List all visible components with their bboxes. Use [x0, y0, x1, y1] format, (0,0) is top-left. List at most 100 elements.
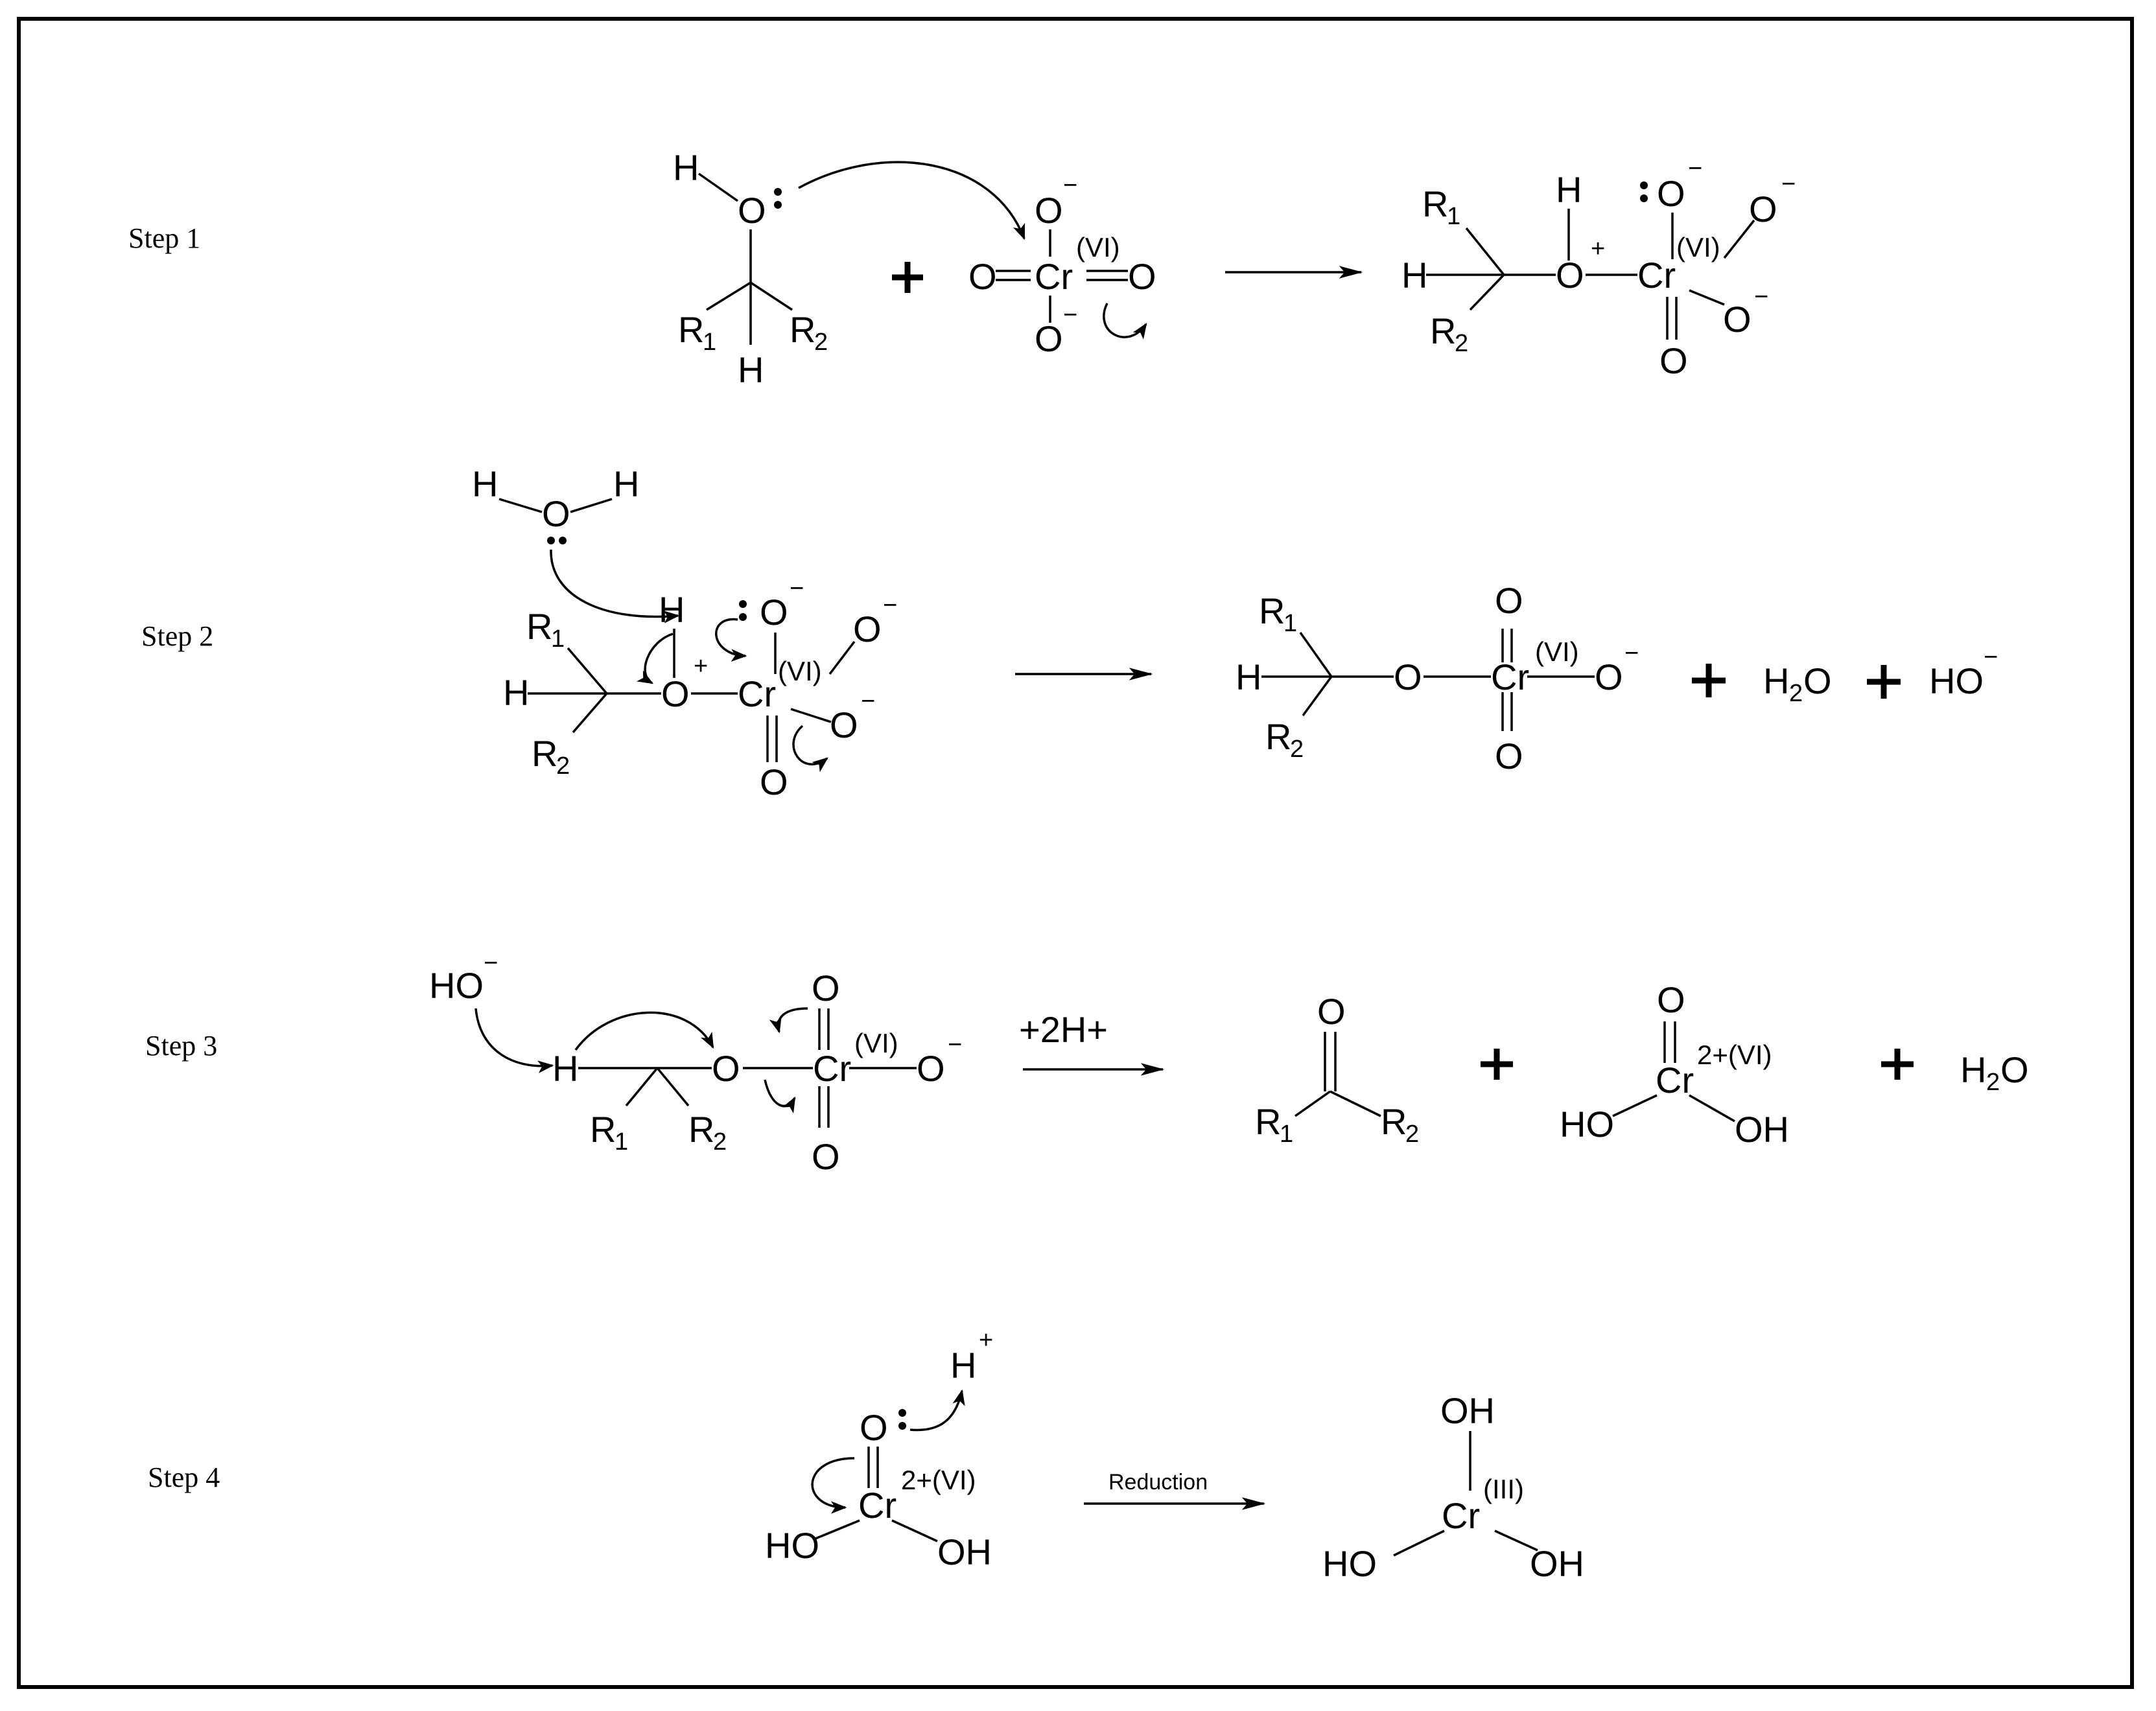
step-3-curly-arrow-top-oxo [769, 1007, 808, 1034]
svg-text:H: H [1556, 169, 1582, 210]
svg-text:O: O [1556, 255, 1584, 296]
step-3-curly-arrow-o-cr [764, 1079, 796, 1114]
svg-text:O: O [1659, 340, 1688, 381]
step-2-water: H O H [472, 463, 639, 544]
svg-text:(VI): (VI) [1676, 232, 1720, 262]
svg-text:(VI): (VI) [1076, 232, 1120, 262]
step-2-curly-arrow-o-minus [715, 618, 747, 662]
svg-text:Cr: Cr [1491, 657, 1529, 697]
svg-text:O: O [1317, 991, 1346, 1032]
svg-text:−: − [484, 949, 498, 977]
svg-text:(VI): (VI) [854, 1028, 898, 1058]
svg-text:O: O [917, 1048, 945, 1089]
svg-text:H: H [1401, 255, 1427, 296]
svg-text:O: O [968, 256, 997, 297]
step-4-curly-arrow-protonation [909, 1389, 965, 1432]
step-1-chromate: O− O Cr (VI) O O− [968, 172, 1156, 359]
svg-text:HO: HO [1322, 1543, 1377, 1584]
svg-text:HO: HO [765, 1525, 819, 1566]
svg-text:2: 2 [1789, 680, 1803, 707]
svg-text:Cr: Cr [1637, 255, 1676, 296]
svg-text:O: O [860, 1407, 888, 1448]
svg-text:O: O [853, 609, 882, 649]
svg-text:R: R [1422, 183, 1448, 224]
svg-text:H: H [659, 589, 685, 630]
svg-text:H: H [673, 147, 699, 188]
svg-text:O: O [661, 673, 690, 714]
svg-text:2+(VI): 2+(VI) [1697, 1040, 1772, 1070]
step-4-proton: H+ [950, 1327, 993, 1386]
svg-text:HO: HO [1929, 660, 1984, 701]
svg-text:H: H [503, 672, 529, 713]
svg-text:+: + [694, 653, 708, 680]
svg-text:H: H [738, 349, 764, 390]
svg-text:O: O [1035, 318, 1063, 359]
svg-text:H: H [1236, 657, 1261, 697]
svg-text:O: O [738, 190, 766, 231]
step-1-plus [892, 262, 923, 293]
svg-text:R: R [688, 1109, 714, 1150]
step-2-plus-2 [1867, 665, 1901, 699]
step-3-hydroxide: HO− [429, 949, 498, 1006]
step-3-ester: H R1 R2 O Cr (VI) O O− O [552, 968, 962, 1177]
svg-text:R: R [1255, 1101, 1281, 1142]
svg-text:O: O [1394, 657, 1422, 697]
step-2-reactant: R1 H R2 O+ H Cr (VI) O− O− O− O [503, 575, 897, 802]
svg-text:R: R [590, 1109, 616, 1150]
svg-text:−: − [1781, 170, 1796, 198]
step-4-curly-arrow-pi-bond [811, 1457, 855, 1514]
step-1-label: Step 1 [128, 222, 200, 254]
svg-text:−: − [790, 575, 804, 602]
svg-text:Cr: Cr [1035, 256, 1073, 297]
step-4-chromium-iii-product: OH Cr (III) HO OH [1322, 1390, 1584, 1584]
svg-text:O: O [1657, 173, 1685, 214]
svg-text:R: R [1259, 590, 1285, 631]
step-1-alcohol: H O R1 R2 H [673, 147, 828, 390]
svg-text:−: − [1063, 172, 1077, 199]
step-2-curly-arrow-water [550, 549, 680, 623]
svg-text:O: O [812, 968, 840, 1008]
svg-text:2+(VI): 2+(VI) [901, 1465, 976, 1495]
step-2-chromate-ester: R1 H R2 O Cr (VI) O O− O [1236, 580, 1639, 776]
svg-text:H: H [1960, 1049, 1986, 1090]
svg-text:+: + [1591, 235, 1605, 262]
step-1-curly-arrow-oh-attack [798, 161, 1025, 240]
step-4-condition: Reduction [1108, 1470, 1208, 1495]
svg-text:1: 1 [1447, 203, 1460, 230]
svg-text:HO: HO [429, 965, 484, 1006]
svg-text:2: 2 [1455, 330, 1468, 357]
svg-text:O: O [1035, 190, 1063, 231]
svg-text:1: 1 [615, 1128, 628, 1156]
step-3-curly-arrow-hydroxide [475, 1008, 554, 1073]
svg-text:−: − [1063, 301, 1077, 329]
step-2-plus-1 [1692, 664, 1726, 697]
step-4-label: Step 4 [148, 1461, 220, 1493]
step-2-hydroxide: HO− [1929, 644, 1998, 701]
step-3-label: Step 3 [145, 1030, 217, 1062]
svg-text:O: O [1723, 299, 1752, 340]
svg-text:H: H [472, 463, 498, 504]
svg-text:1: 1 [1280, 1121, 1293, 1148]
svg-text:O: O [2000, 1049, 2029, 1090]
svg-text:HO: HO [1560, 1104, 1614, 1145]
svg-text:2: 2 [713, 1128, 727, 1156]
svg-text:2: 2 [1986, 1069, 2000, 1096]
svg-text:OH: OH [1440, 1390, 1495, 1431]
svg-text:Cr: Cr [738, 673, 776, 714]
svg-text:(VI): (VI) [1535, 636, 1579, 667]
svg-text:O: O [1128, 256, 1156, 297]
svg-text:R: R [526, 606, 552, 647]
step-3-curly-arrow-ch-bond [574, 1011, 714, 1051]
svg-text:O: O [812, 1136, 840, 1177]
svg-text:O: O [1657, 979, 1685, 1020]
svg-text:H: H [552, 1048, 578, 1089]
svg-text:OH: OH [1530, 1543, 1584, 1584]
svg-text:(VI): (VI) [778, 656, 822, 686]
svg-text:−: − [1754, 283, 1768, 310]
svg-text:Cr: Cr [813, 1048, 851, 1089]
svg-text:OH: OH [1735, 1109, 1789, 1150]
svg-text:+: + [979, 1327, 993, 1354]
svg-text:−: − [861, 688, 875, 715]
